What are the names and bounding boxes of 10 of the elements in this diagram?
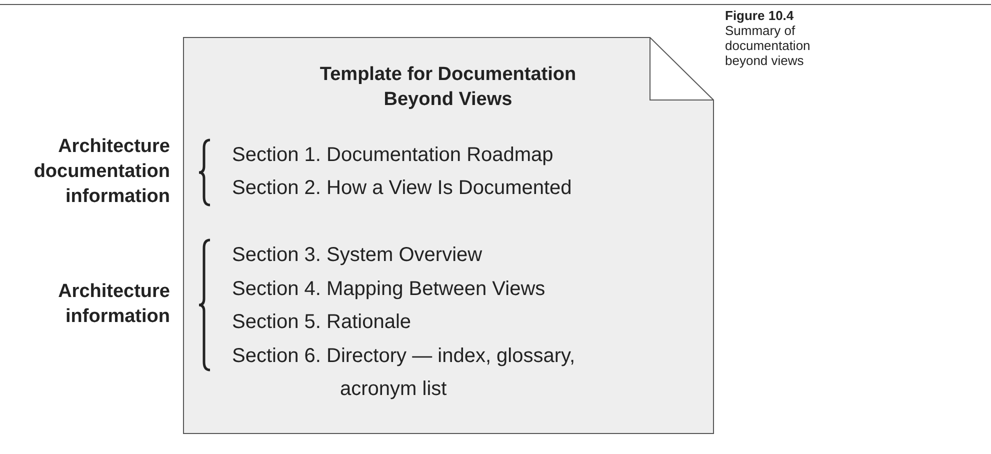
section-entry: Section 5. Rationale [232, 310, 412, 335]
figure-caption: Figure 10.4 Summary of documentation beyond views [725, 8, 812, 68]
section-entry: Section 1. Documentation Roadmap [232, 143, 554, 168]
section-entry: Section 4. Mapping Between Views [232, 277, 546, 302]
section-entry: Section 2. How a View Is Documented [232, 176, 573, 201]
section-entry: Section 6. Directory — index, glossary, acronym list [232, 344, 576, 402]
side-label: Architecture documentation information [32, 135, 170, 209]
side-label: Architecture information [57, 280, 170, 329]
section-entry: Section 3. System Overview [232, 243, 484, 268]
document-title: Template for Documentation Beyond Views [318, 63, 578, 112]
